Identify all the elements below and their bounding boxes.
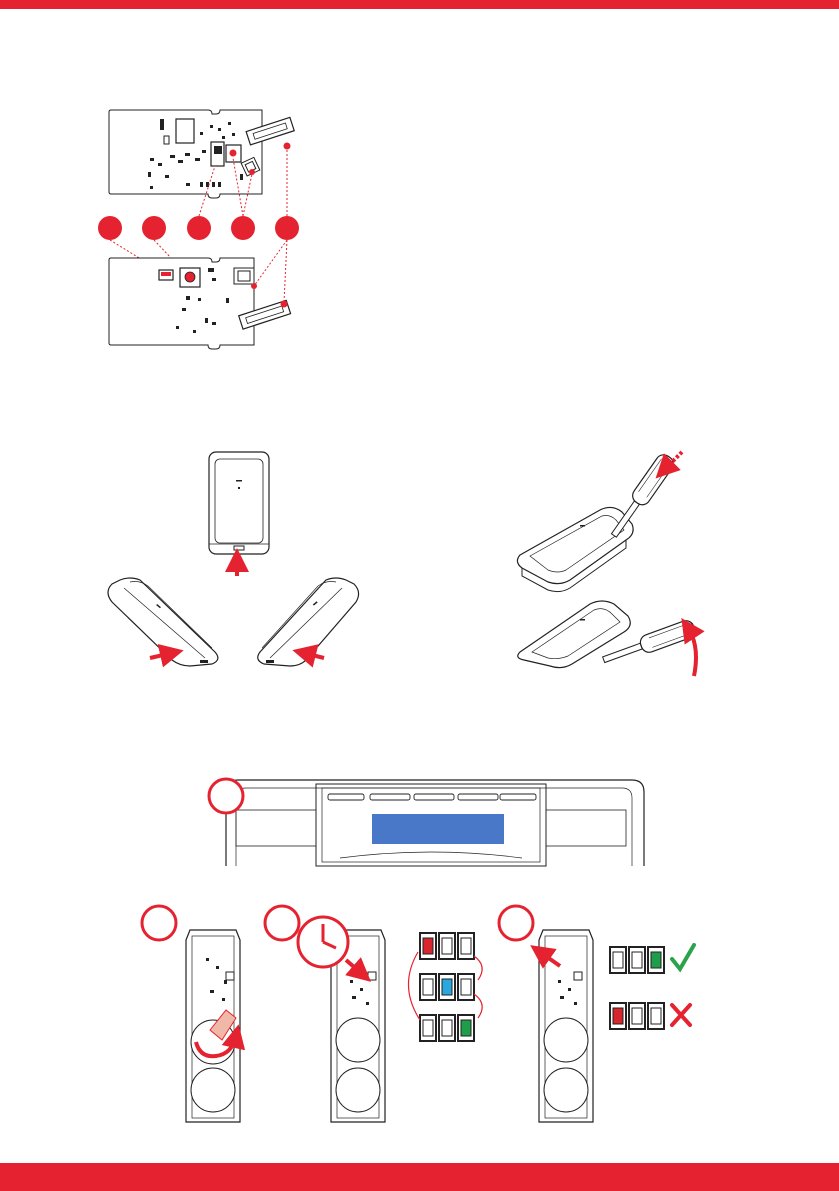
led-seq-1-0: [420, 974, 436, 1000]
check-mark-icon: [672, 945, 694, 969]
led-seq-2-0: [420, 1015, 436, 1041]
device-screwdriver-lever: [518, 601, 697, 676]
panel-keys: [328, 794, 536, 800]
led-seq-0-0: [420, 933, 436, 959]
led-result-0-1: [629, 947, 645, 973]
callout-circles: [98, 216, 299, 240]
callout-circle-2: [142, 216, 166, 240]
led-seq-2-1: [439, 1015, 455, 1041]
led-seq-1-2: [458, 974, 474, 1000]
led-seq-0-1: [439, 933, 455, 959]
led-seq-2-2: [458, 1015, 474, 1041]
led-result-0-0: [610, 947, 626, 973]
panel-callout-circle: [209, 779, 243, 813]
led-seq-0-2: [458, 933, 474, 959]
clock-icon: [298, 917, 348, 967]
housing-screwdriver-steps: [517, 452, 697, 676]
pcb-bottom-board: [109, 258, 291, 349]
step-c-callout: [499, 906, 533, 940]
pcb-top-marker: [230, 150, 237, 157]
led-result-1-1: [629, 1003, 645, 1029]
device-front-view: [209, 452, 269, 554]
control-panel: [209, 779, 644, 866]
detector-step-wait: [265, 906, 385, 1122]
callout-circle-3: [187, 216, 211, 240]
pcb-diagram: [98, 110, 299, 349]
pcb-bottom-spring: [234, 268, 254, 284]
pcb-top-board: [109, 110, 294, 198]
led-result-1-0: [610, 1003, 626, 1029]
device-screwdriver-insert: [517, 452, 682, 592]
led-sequence: [420, 933, 474, 1041]
callout-circle-1: [98, 216, 122, 240]
step-b-callout: [265, 906, 299, 940]
detector-step-peel-tab: [142, 906, 240, 1122]
led-result-1-2: [648, 1003, 664, 1029]
led-seq-1-1: [439, 974, 455, 1000]
panel-display: [372, 814, 504, 844]
led-results: [610, 945, 694, 1029]
bottom-brand-bar: [0, 1163, 839, 1191]
cross-mark-icon: [672, 1005, 690, 1025]
callout-circle-5: [275, 216, 299, 240]
detector-step-verify: [499, 906, 593, 1122]
device-tilted-left: [108, 578, 218, 666]
callout-circle-4: [231, 216, 255, 240]
step-a-callout: [142, 906, 176, 940]
led-result-0-2: [648, 947, 664, 973]
housing-open-steps: [108, 452, 359, 666]
